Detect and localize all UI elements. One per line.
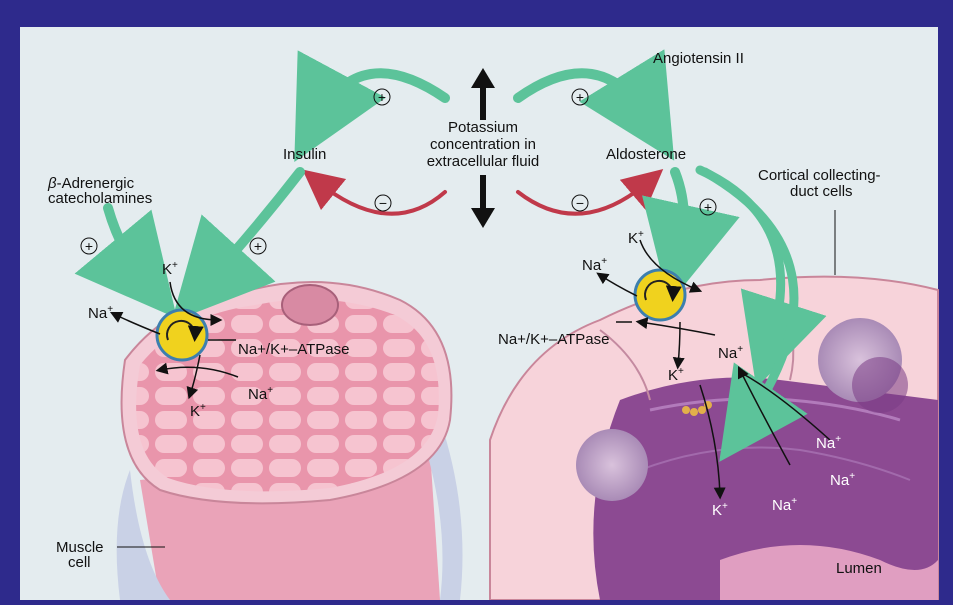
center-label: Potassium concentration in extracellular… <box>427 119 540 170</box>
plus-sign-4: + <box>249 237 267 255</box>
ion-na-5: Na+ <box>816 434 841 452</box>
pump-label-right: Na+/K+–ATPase <box>498 331 609 348</box>
ion-na-7: Na+ <box>772 496 797 514</box>
beta-label-line1: β-Adrenergic <box>47 175 135 192</box>
insulin-to-pump-arrow <box>171 167 305 322</box>
ion-k-3: K+ <box>628 229 644 247</box>
plus-sign-5: + <box>699 198 717 216</box>
ion-k-1: K+ <box>162 260 178 278</box>
ion-k-2: K+ <box>190 402 206 420</box>
svg-text:−: − <box>379 195 387 211</box>
k-to-aldosterone-arrow <box>513 49 675 161</box>
pump-label-left: Na+/K+–ATPase <box>238 341 349 358</box>
muscle-label-line2: cell <box>68 554 91 571</box>
ion-na-1: Na+ <box>88 304 113 322</box>
catecholamine-to-pump-arrow <box>74 203 178 319</box>
center-label-line1: Potassium <box>448 119 518 136</box>
aldosterone-to-pump-arrow <box>642 167 740 304</box>
svg-text:+: + <box>576 89 584 105</box>
regulation-arrows <box>74 49 827 462</box>
aldosterone-feedback-arrow <box>516 169 664 216</box>
ion-na-6: Na+ <box>830 471 855 489</box>
minus-sign-2: − <box>571 194 589 212</box>
ion-flow-arrows <box>109 210 836 548</box>
muscle-label-line1: Muscle <box>56 539 104 556</box>
insulin-feedback-arrow <box>302 169 447 216</box>
k-to-insulin-arrow <box>294 50 450 163</box>
ion-na-2: Na+ <box>248 385 273 403</box>
svg-text:+: + <box>378 89 386 105</box>
lumen-label: Lumen <box>836 560 882 577</box>
svg-text:+: + <box>704 199 712 215</box>
ion-na-4: Na+ <box>718 344 743 362</box>
svg-text:+: + <box>254 238 262 254</box>
beta-label-line2: catecholamines <box>48 190 152 207</box>
insulin-label: Insulin <box>283 146 326 163</box>
pump-icon <box>155 308 209 362</box>
down-arrow-icon <box>471 175 495 228</box>
up-arrow-icon <box>471 68 495 120</box>
angiotensin-label: Angiotensin II <box>653 50 744 67</box>
cortical-label-line2: duct cells <box>790 183 853 200</box>
center-label-line3: extracellular fluid <box>427 153 540 170</box>
ion-k-4: K+ <box>668 366 684 384</box>
plus-sign-2: + <box>571 88 589 106</box>
ion-labels: K+ Na+ Na+ K+ K+ Na+ Na+ K+ Na+ Na+ Na+ … <box>88 229 855 519</box>
svg-text:+: + <box>85 238 93 254</box>
svg-text:−: − <box>576 195 584 211</box>
plus-sign-1: + <box>373 88 391 106</box>
aldosterone-label: Aldosterone <box>606 146 686 163</box>
ion-k-5: K+ <box>712 501 728 519</box>
center-label-line2: concentration in <box>430 136 536 153</box>
beta-symbol: β <box>47 175 57 192</box>
beta-text: -Adrenergic <box>57 175 135 192</box>
ion-na-3: Na+ <box>582 256 607 274</box>
sign-markers: + − + − + + + <box>80 88 717 255</box>
aldosterone-to-lumen-arrow <box>700 167 808 462</box>
pump-icon-right <box>633 268 687 322</box>
minus-sign-1: − <box>374 194 392 212</box>
cortical-label-line1: Cortical collecting- <box>758 167 881 184</box>
plus-sign-3: + <box>80 237 98 255</box>
